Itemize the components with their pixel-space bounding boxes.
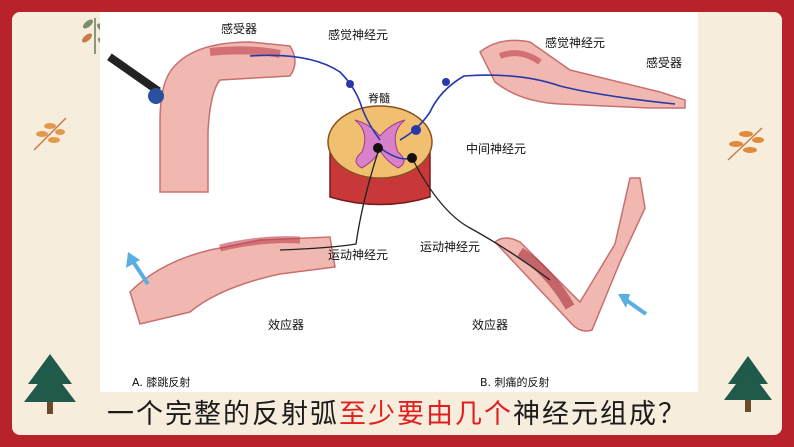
label-motor-neuron-left: 运动神经元 <box>328 248 389 262</box>
label-receptor-right: 感受器 <box>646 56 683 70</box>
label-sensory-neuron-right: 感觉神经元 <box>545 36 606 50</box>
label-effector-right: 效应器 <box>472 318 509 332</box>
question-part-1: 一个完整的反射弧 <box>107 399 339 430</box>
reflex-arc-illustration <box>107 39 686 332</box>
question-highlight: 至少要由几个 <box>339 399 513 430</box>
label-motor-neuron-right: 运动神经元 <box>420 240 481 254</box>
pine-tree-icon <box>24 354 76 414</box>
reflex-arc-figure: 感受器 感觉神经元 感觉神经元 感受器 脊髓 中间神经元 运动神经元 运动神经元… <box>100 12 698 392</box>
caption-knee-jerk: A. 膝跳反射 <box>132 376 191 389</box>
leaf-icon <box>33 117 67 151</box>
label-sensory-neuron-left: 感觉神经元 <box>328 28 389 42</box>
label-effector-left: 效应器 <box>268 318 305 332</box>
label-interneuron: 中间神经元 <box>466 142 527 156</box>
leaf-icon <box>727 127 764 161</box>
question-part-2: 神经元组成？ <box>513 399 687 430</box>
label-spinal-cord: 脊髓 <box>368 92 390 105</box>
label-receptor-left: 感受器 <box>221 22 258 36</box>
question-text: 一个完整的反射弧至少要由几个神经元组成？ <box>0 392 794 431</box>
pine-tree-icon <box>724 356 772 412</box>
caption-pain-reflex: B. 刺痛的反射 <box>480 376 550 389</box>
